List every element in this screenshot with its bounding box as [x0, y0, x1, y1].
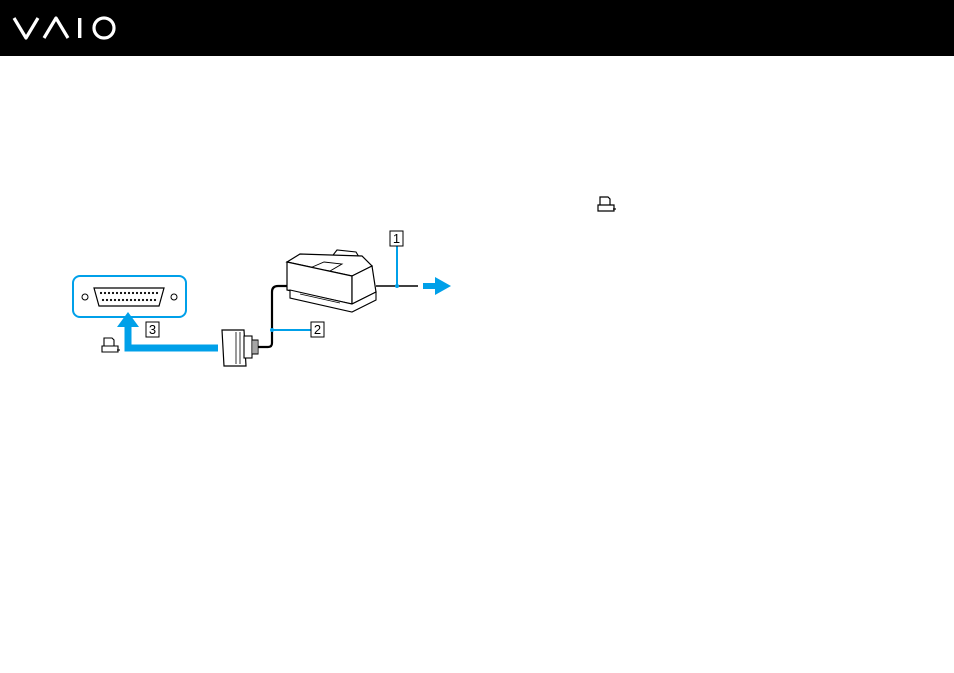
- printer-device: [287, 250, 376, 312]
- callout-1-number: 1: [393, 231, 400, 246]
- printer-cable: [258, 286, 290, 347]
- printer-symbol-icon: [102, 338, 120, 352]
- power-cord: [376, 246, 418, 288]
- power-outlet-arrow: [423, 277, 451, 295]
- callout-3-number: 3: [149, 322, 156, 337]
- callout-1: 1: [390, 231, 403, 246]
- callout-2: 2: [270, 322, 324, 337]
- cable-connector-plug: [222, 330, 258, 366]
- callout-3: 3: [146, 322, 159, 337]
- callout-2-number: 2: [314, 322, 321, 337]
- computer-printer-port: [73, 276, 186, 317]
